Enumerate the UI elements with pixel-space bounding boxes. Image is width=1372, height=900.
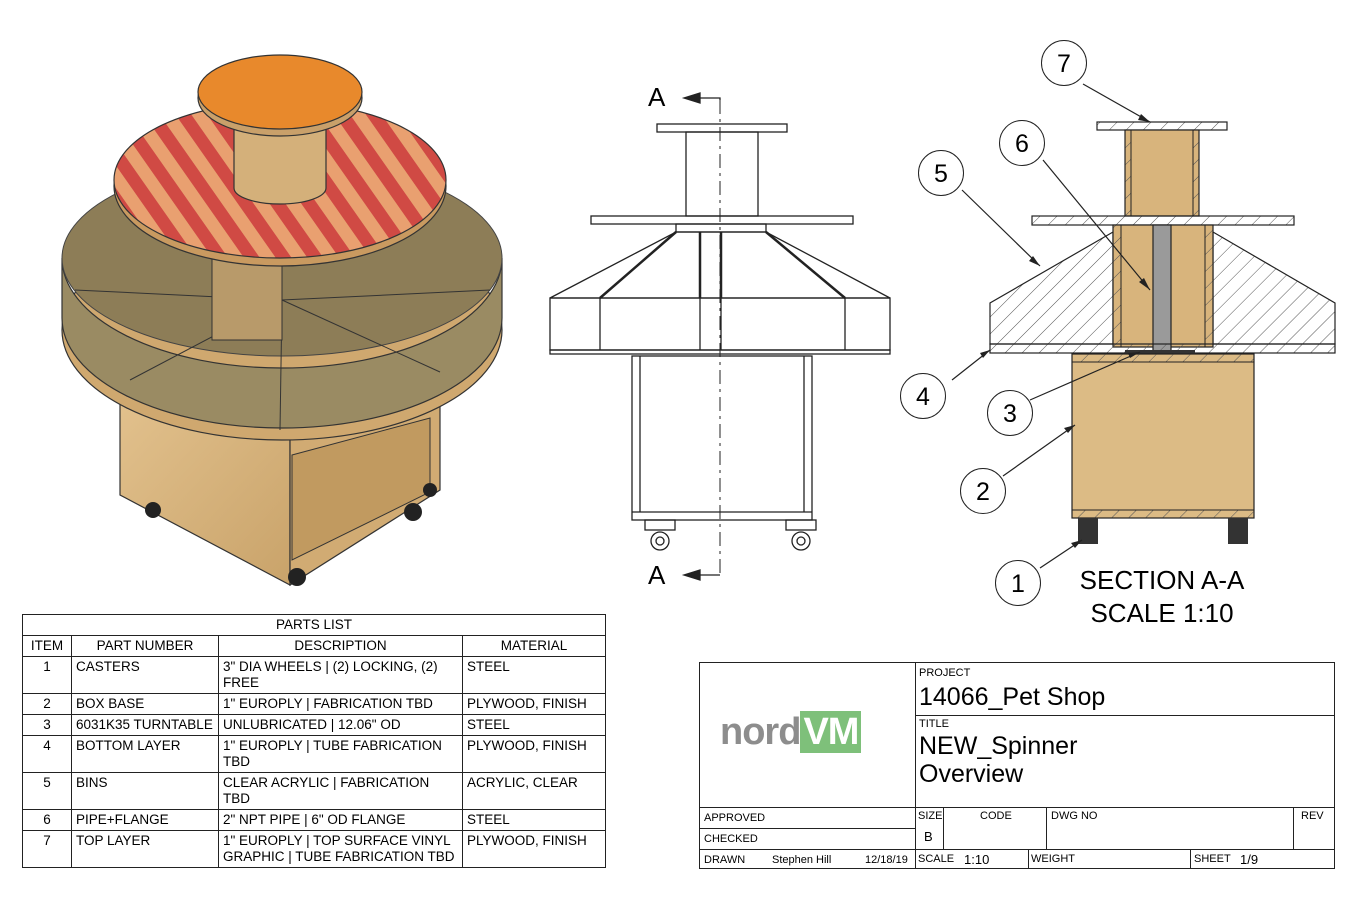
drawn-label: DRAWN xyxy=(704,854,746,866)
upper-tube-section xyxy=(1124,129,1200,217)
header-material: MATERIAL xyxy=(462,635,606,657)
acrylic-bins-wall xyxy=(61,257,503,429)
caster xyxy=(791,531,811,551)
header-description: DESCRIPTION xyxy=(218,635,463,657)
middle-layer-section xyxy=(1031,215,1295,226)
checked-label: CHECKED xyxy=(704,833,758,845)
approved-label: APPROVED xyxy=(704,812,766,824)
front-view xyxy=(549,92,891,581)
balloon-5: 5 xyxy=(918,150,964,196)
top-disc xyxy=(197,54,363,130)
size-label: SIZE xyxy=(918,810,943,822)
company-logo: nordVM xyxy=(720,711,862,754)
sheet-label: SHEET xyxy=(1194,853,1231,865)
parts-list-title: PARTS LIST xyxy=(22,614,606,636)
isometric-view xyxy=(61,54,503,587)
parts-list-table: PARTS LIST ITEM PART NUMBER DESCRIPTION … xyxy=(22,614,606,868)
caster-section xyxy=(1078,518,1098,544)
balloon-6: 6 xyxy=(999,120,1045,166)
title-label: TITLE xyxy=(919,718,949,730)
header-item: ITEM xyxy=(22,635,72,657)
bins-right-section xyxy=(1212,230,1336,345)
balloon-2: 2 xyxy=(960,468,1006,514)
drawn-date: 12/18/19 xyxy=(865,854,908,866)
box-base-section xyxy=(1071,353,1255,519)
weight-label: WEIGHT xyxy=(1031,853,1075,865)
balloon-3: 3 xyxy=(987,390,1033,436)
project-label: PROJECT xyxy=(919,667,971,679)
scale-label: SCALE xyxy=(918,853,955,865)
top-layer xyxy=(656,123,788,133)
rev-label: REV xyxy=(1301,810,1324,822)
caster xyxy=(404,503,422,521)
box-base xyxy=(631,355,813,521)
bins-left-section xyxy=(989,230,1114,345)
caster xyxy=(288,568,306,586)
header-part-number: PART NUMBER xyxy=(71,635,219,657)
caster xyxy=(145,502,161,518)
section-view xyxy=(951,83,1336,569)
table-row: 1 CASTERS 3" DIA WHEELS | (2) LOCKING, (… xyxy=(22,656,606,694)
section-arrow-top-head xyxy=(681,92,701,104)
table-row: 4 BOTTOM LAYER 1" EUROPLY | TUBE FABRICA… xyxy=(22,735,606,773)
caster xyxy=(650,531,670,551)
drawing-title-line1: NEW_Spinner xyxy=(919,732,1078,760)
sheet-value: 1/9 xyxy=(1240,852,1259,867)
section-title: SECTION A-A xyxy=(1079,565,1245,595)
table-row: 3 6031K35 TURNTABLE UNLUBRICATED | 12.06… xyxy=(22,714,606,736)
section-arrow-top xyxy=(700,97,721,100)
middle-layer xyxy=(590,215,854,225)
code-label: CODE xyxy=(980,810,1012,822)
section-marker-bottom: A xyxy=(648,560,666,590)
table-row: 7 TOP LAYER 1" EUROPLY | TOP SURFACE VIN… xyxy=(22,830,606,868)
pipe-section xyxy=(1152,224,1172,354)
title-block: nordVM PROJECT 14066_Pet Shop TITLE NEW_… xyxy=(699,662,1335,869)
upper-tube xyxy=(685,131,759,217)
balloon-4: 4 xyxy=(900,373,946,419)
balloon-1: 1 xyxy=(995,560,1041,606)
caster-section xyxy=(1228,518,1248,544)
section-scale: SCALE 1:10 xyxy=(1090,598,1234,628)
drawing-title-line2: Overview xyxy=(919,760,1024,788)
project-name: 14066_Pet Shop xyxy=(919,683,1106,711)
scale-value: 1:10 xyxy=(964,852,990,867)
dwg-no-label: DWG NO xyxy=(1051,810,1098,822)
size-value: B xyxy=(924,829,933,844)
section-arrow-bottom-head xyxy=(681,569,701,581)
table-row: 5 BINS CLEAR ACRYLIC | FABRICATION TBD A… xyxy=(22,772,606,810)
turntable-section xyxy=(1125,350,1195,355)
section-marker-top: A xyxy=(648,82,666,112)
drawn-by: Stephen Hill xyxy=(772,854,832,866)
caster xyxy=(423,483,437,497)
table-row: 2 BOX BASE 1" EUROPLY | FABRICATION TBD … xyxy=(22,693,606,715)
table-row: 6 PIPE+FLANGE 2" NPT PIPE | 6" OD FLANGE… xyxy=(22,809,606,831)
balloon-7: 7 xyxy=(1041,40,1087,86)
top-layer-section xyxy=(1096,121,1228,131)
